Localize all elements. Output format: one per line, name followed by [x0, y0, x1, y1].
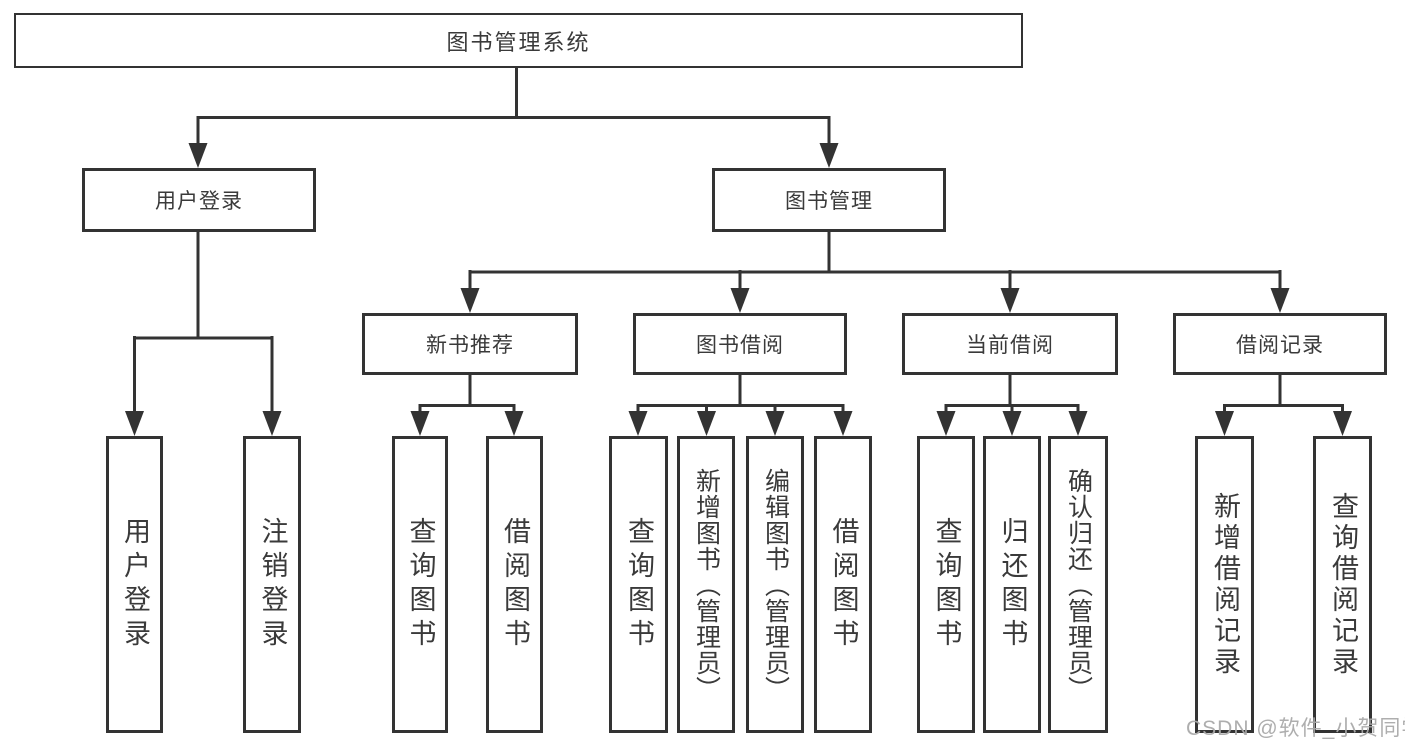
- node-label: 借阅记录: [1236, 334, 1324, 357]
- leaf-label: 归还图书: [997, 516, 1028, 653]
- leaf-label: 查询借阅记录: [1328, 491, 1358, 678]
- node-label: 用户登录: [155, 190, 243, 213]
- node-label: 当前借阅: [966, 334, 1054, 357]
- leaf-label: 确认归还（管理员）: [1064, 467, 1093, 702]
- arrowheads: [125, 143, 1352, 436]
- leaf-add-books-admin: 新增图书（管理员）: [677, 436, 735, 733]
- node-new-book-recommend: 新书推荐: [362, 313, 578, 375]
- node-borrowing-records: 借阅记录: [1173, 313, 1387, 375]
- leaf-confirm-return-admin: 确认归还（管理员）: [1048, 436, 1108, 733]
- leaf-add-borrow-record: 新增借阅记录: [1195, 436, 1254, 733]
- csdn-watermark: CSDN @软件_小贺同学: [1186, 717, 1405, 740]
- node-book-management: 图书管理: [712, 168, 946, 232]
- leaf-label: 借阅图书: [828, 516, 859, 653]
- node-label: 图书管理系统: [446, 29, 591, 55]
- leaf-user-login: 用户登录: [106, 436, 163, 733]
- node-book-borrowing: 图书借阅: [633, 313, 847, 375]
- connector-paths: [133, 68, 1344, 413]
- leaf-label: 查询图书: [624, 516, 654, 653]
- leaf-query-books-borrow: 查询图书: [609, 436, 668, 733]
- leaf-label: 新增图书（管理员）: [692, 467, 721, 702]
- leaf-query-borrow-record: 查询借阅记录: [1313, 436, 1372, 733]
- leaf-label: 查询图书: [405, 516, 436, 653]
- leaf-label: 借阅图书: [500, 516, 530, 653]
- node-current-borrowing: 当前借阅: [902, 313, 1118, 375]
- node-label: 新书推荐: [426, 334, 514, 357]
- node-label: 图书管理: [785, 190, 873, 213]
- leaf-query-books-recommend: 查询图书: [392, 436, 448, 733]
- node-label: 图书借阅: [696, 334, 784, 357]
- leaf-return-books: 归还图书: [983, 436, 1041, 733]
- leaf-label: 编辑图书（管理员）: [761, 467, 790, 702]
- leaf-label: 注销登录: [257, 516, 288, 653]
- leaf-edit-books-admin: 编辑图书（管理员）: [746, 436, 804, 733]
- node-user-login: 用户登录: [82, 168, 316, 232]
- leaf-logout: 注销登录: [243, 436, 301, 733]
- leaf-query-books-current: 查询图书: [917, 436, 975, 733]
- node-library-management-system: 图书管理系统: [14, 13, 1023, 68]
- leaf-label: 新增借阅记录: [1210, 491, 1240, 678]
- leaf-borrow-books: 借阅图书: [814, 436, 872, 733]
- leaf-label: 查询图书: [931, 516, 962, 653]
- leaf-borrow-books-recommend: 借阅图书: [486, 436, 543, 733]
- leaf-label: 用户登录: [120, 516, 150, 653]
